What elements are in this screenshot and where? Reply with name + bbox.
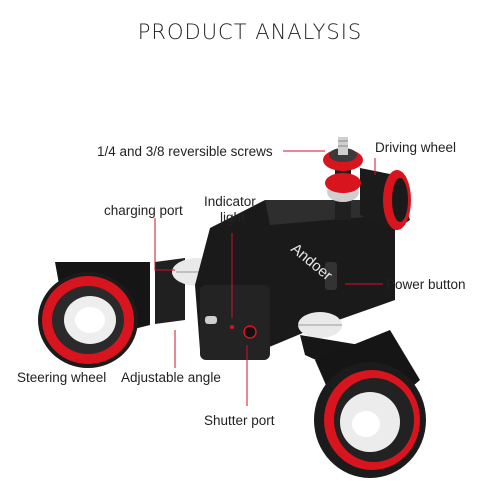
steering-wheel-left [38,262,150,368]
leader-lines [74,150,383,406]
page-title: PRODUCT ANALYSIS [137,20,363,44]
driving-wheel [360,168,411,230]
label-adjustable-angle: Adjustable angle [121,370,221,385]
screw-mount [323,137,363,220]
label-charging-port: charging port [104,203,183,218]
dolly-body [195,200,395,360]
label-shutter-port: Shutter port [204,413,275,428]
label-screws: 1/4 and 3/8 reversible screws [97,144,273,159]
label-indicator-light-line2: light [220,210,245,225]
label-indicator-light-line1: Indicator [204,194,256,209]
label-steering-wheel: Steering wheel [17,370,107,385]
steering-wheel-right [314,330,426,478]
label-power-button: Power button [386,277,466,292]
label-driving-wheel: Driving wheel [375,140,457,155]
